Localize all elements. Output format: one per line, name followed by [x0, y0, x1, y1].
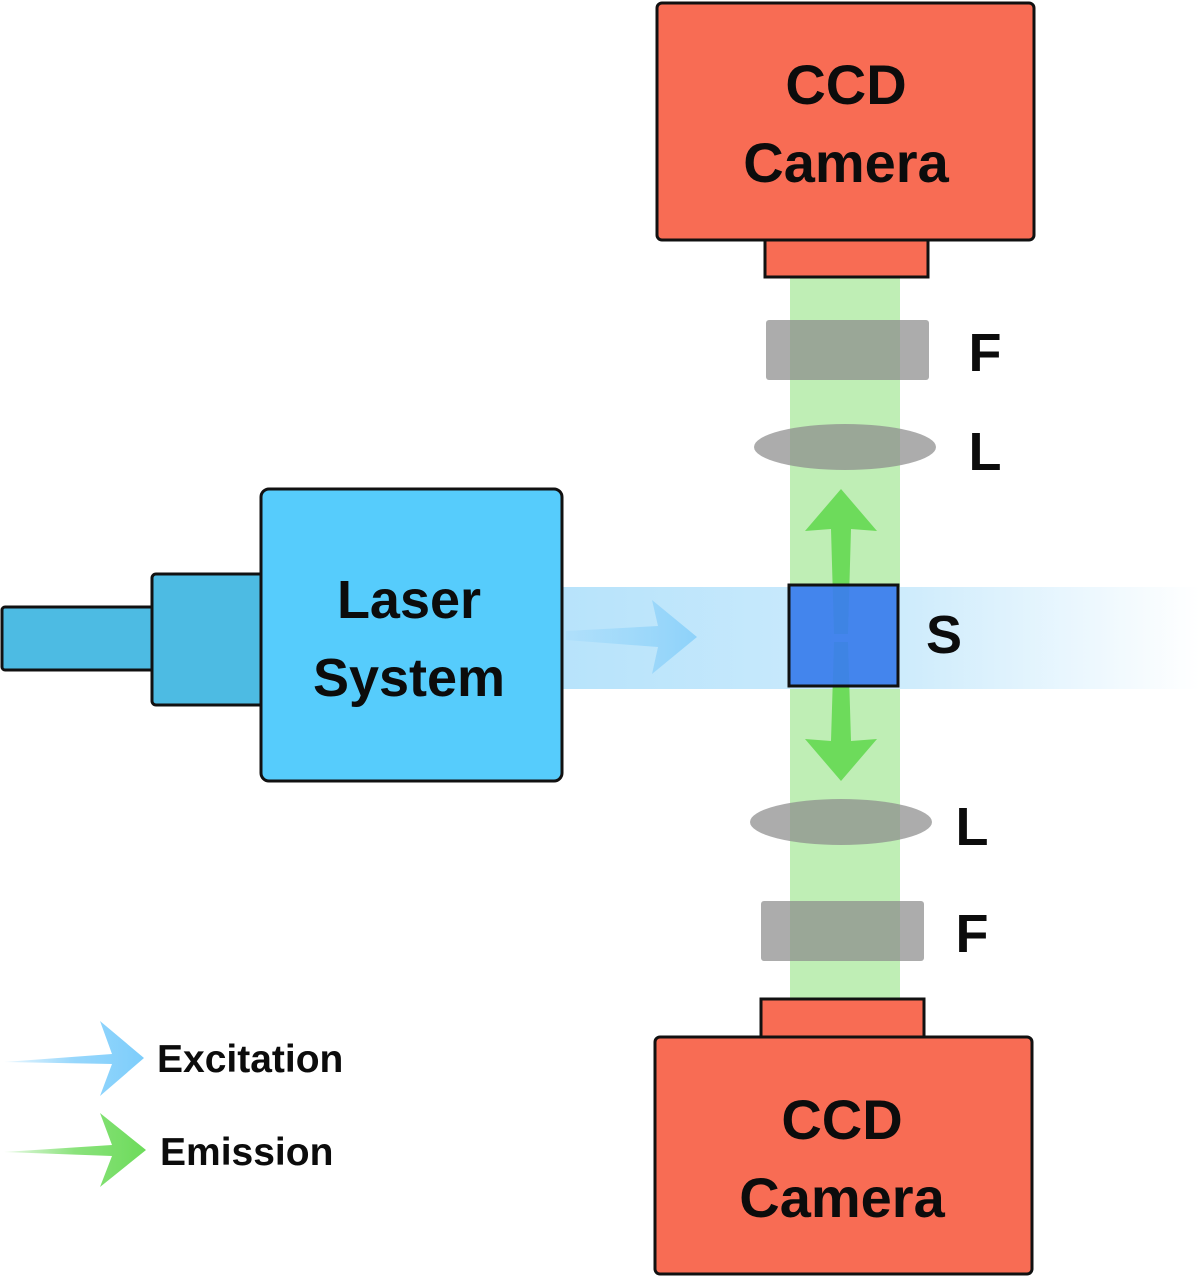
- camera-top-connector: [763, 236, 930, 279]
- camera-bottom-label-line2: Camera: [739, 1166, 945, 1229]
- lens-top: [754, 424, 936, 470]
- emission-arrow-down: [805, 642, 877, 781]
- legend: Excitation Emission: [4, 1021, 343, 1187]
- laser-system: Laser System: [0, 487, 564, 783]
- laser-label-line2: System: [313, 648, 505, 708]
- laser-body: [259, 487, 564, 783]
- laser-fiber: [0, 605, 156, 672]
- camera-bottom-body: [653, 1035, 1034, 1276]
- filter-top: [766, 320, 929, 380]
- legend-emission-arrow-icon: [4, 1113, 146, 1187]
- sample-label: S: [926, 605, 962, 665]
- laser-label-line1: Laser: [337, 570, 481, 630]
- filter-bottom: [761, 901, 924, 961]
- legend-excitation-label: Excitation: [157, 1038, 343, 1081]
- legend-excitation-arrow-icon: [4, 1021, 144, 1096]
- camera-top-body: [655, 1, 1036, 242]
- ccd-camera-top: CCD Camera: [655, 1, 1036, 279]
- lens-top-label: L: [969, 422, 1002, 482]
- camera-top-label-line1: CCD: [785, 53, 906, 116]
- legend-emission-label: Emission: [160, 1131, 333, 1174]
- filter-bottom-label: F: [956, 904, 989, 964]
- lens-bottom: [750, 799, 932, 845]
- camera-bottom-connector: [759, 997, 926, 1041]
- laser-connector: [150, 572, 266, 707]
- emission-arrow-up: [805, 489, 877, 634]
- filter-top-label: F: [969, 323, 1002, 383]
- lens-bottom-label: L: [956, 797, 989, 857]
- ccd-camera-bottom: CCD Camera: [653, 997, 1034, 1276]
- sample-cuvette: [787, 583, 900, 688]
- beam-excitation-arrow: [566, 600, 697, 674]
- camera-bottom-label-line1: CCD: [781, 1088, 902, 1151]
- camera-top-label-line2: Camera: [743, 131, 949, 194]
